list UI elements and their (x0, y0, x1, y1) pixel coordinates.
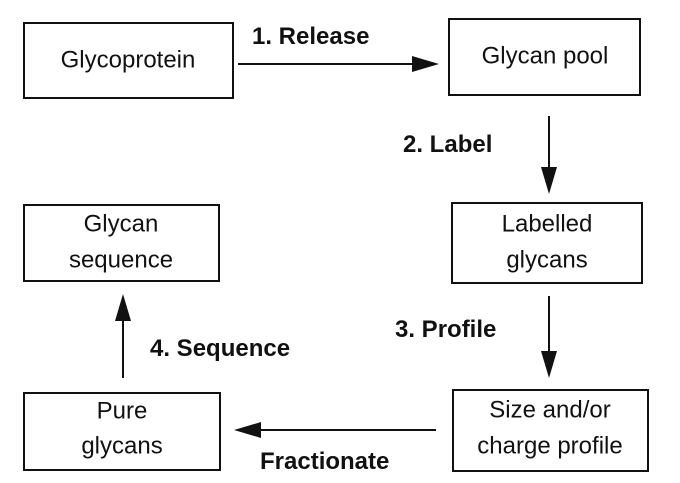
release-arrowhead-icon (412, 56, 439, 72)
node-labelled-glycans-line-1: Labelled (502, 210, 593, 237)
node-glycan-pool: Glycan pool (448, 18, 641, 96)
node-pure-glycans-line-2: glycans (81, 432, 162, 459)
node-labelled-glycans-line-2: glycans (506, 246, 587, 273)
fractionate-arrowhead-icon (234, 422, 261, 438)
label-arrowhead-icon (541, 167, 557, 194)
node-glycan-sequence-box (23, 204, 220, 282)
node-glycan-pool-text: Glycan pool (482, 42, 609, 69)
node-glycan-pool-box (448, 18, 641, 96)
node-pure-glycans-line-1: Pure (97, 397, 148, 424)
node-glycan-sequence-line-2: sequence (69, 246, 173, 273)
node-glycoprotein-text: Glycoprotein (61, 46, 196, 73)
fractionate-label: Fractionate (260, 448, 389, 475)
node-labelled-glycans: Labelled glycans (451, 202, 643, 284)
profile-arrowhead-icon (541, 351, 557, 378)
node-size-charge-profile: Size and/or charge profile (452, 389, 649, 472)
edge-sequence: 4. Sequence (115, 294, 290, 378)
edge-label: 2. Label (403, 116, 557, 194)
node-glycoprotein: Glycoprotein (23, 22, 234, 99)
node-size-charge-profile-line-2: charge profile (477, 432, 622, 459)
profile-label: 3. Profile (395, 316, 496, 343)
node-glycan-sequence: Glycan sequence (23, 204, 220, 282)
edge-profile: 3. Profile (395, 296, 557, 378)
sequence-arrowhead-icon (115, 294, 131, 321)
release-label: 1. Release (252, 23, 369, 50)
node-glycan-sequence-line-1: Glycan (84, 210, 159, 237)
edge-release: 1. Release (238, 23, 439, 72)
node-pure-glycans-box (23, 392, 221, 471)
label-label: 2. Label (403, 131, 492, 158)
node-size-charge-profile-line-1: Size and/or (489, 396, 610, 423)
sequence-label: 4. Sequence (150, 335, 290, 362)
node-labelled-glycans-box (451, 202, 643, 284)
node-pure-glycans: Pure glycans (23, 392, 221, 471)
node-glycoprotein-box (23, 22, 234, 99)
node-size-charge-profile-box (452, 389, 649, 472)
edge-fractionate: Fractionate (234, 422, 436, 475)
